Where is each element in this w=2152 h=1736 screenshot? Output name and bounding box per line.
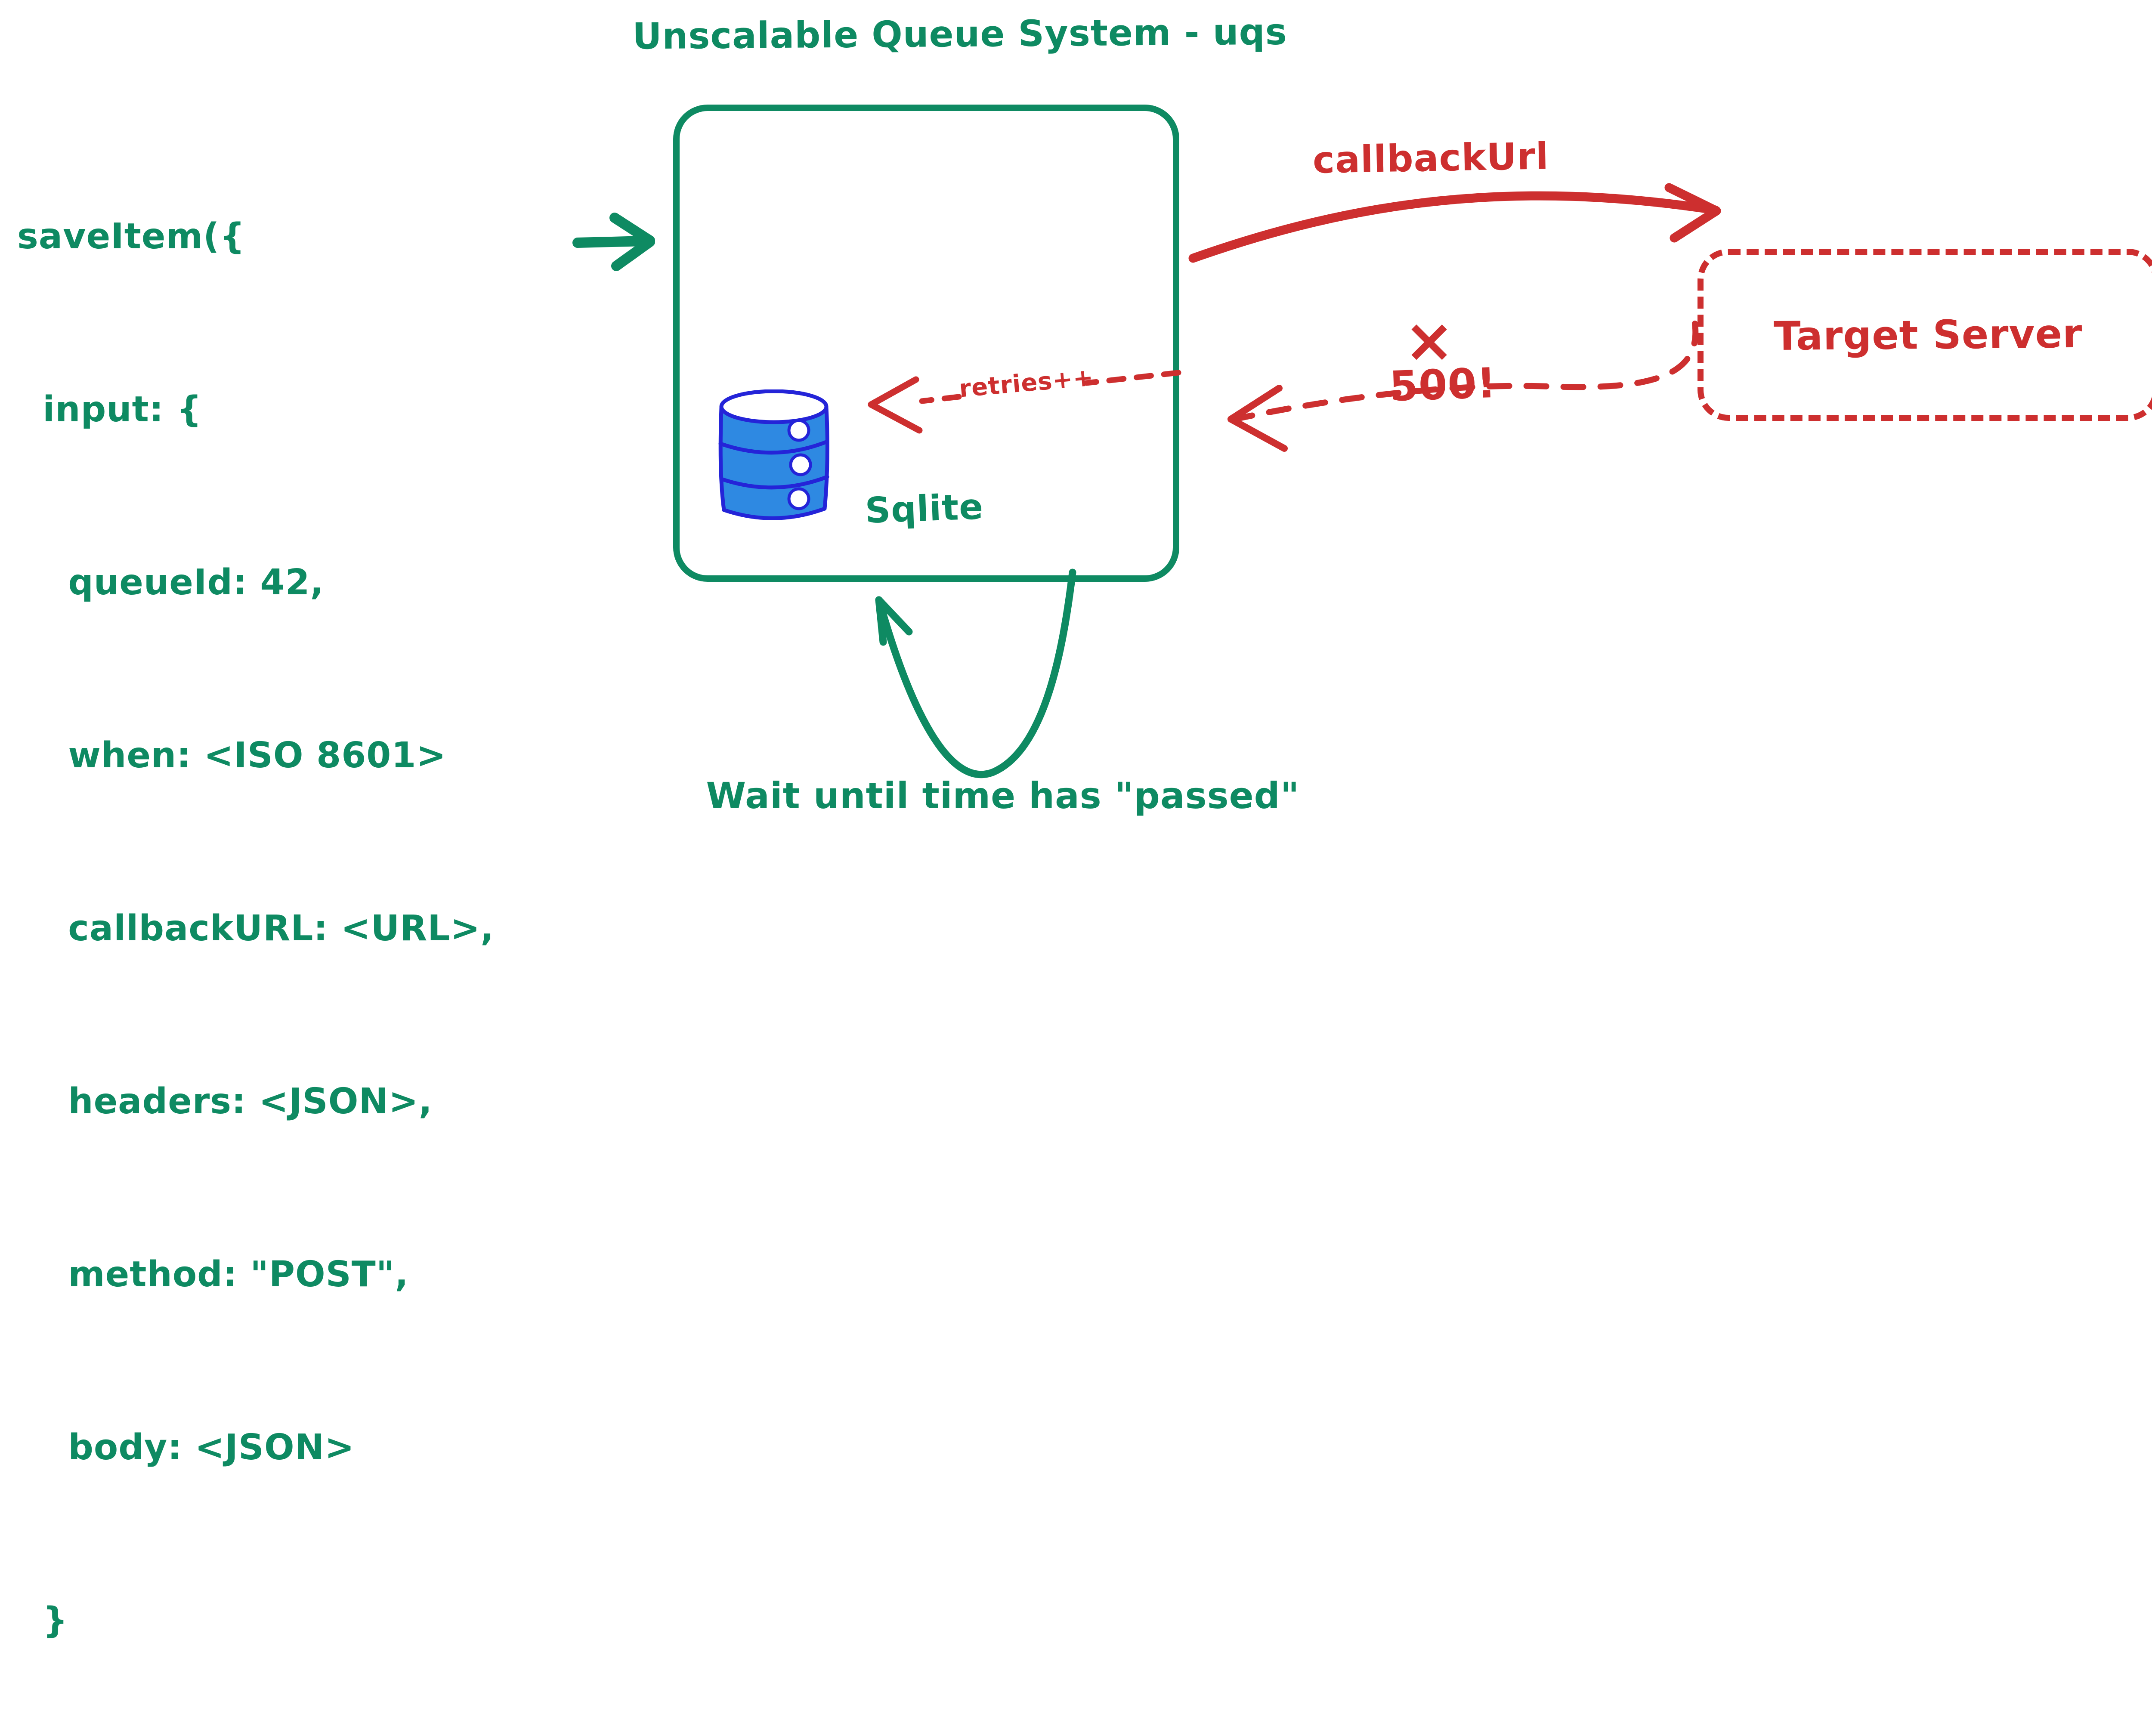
wait-until-label: Wait until time has "passed" <box>706 775 1300 817</box>
sqlite-database-icon <box>718 389 829 520</box>
callback-arrow-icon <box>1188 183 1721 263</box>
code-line: body: <JSON> <box>17 1427 355 1468</box>
target-server-box: Target Server <box>1697 249 2152 421</box>
error-500-label: 500! <box>1388 358 1497 411</box>
code-line: when: <ISO 8601> <box>17 735 447 776</box>
error-return-arrow-icon <box>1228 321 1699 452</box>
code-line: callbackURL: <URL>, <box>17 908 495 949</box>
code-line: saveItem({ <box>17 216 245 257</box>
error-x-icon: × <box>1404 306 1455 376</box>
queue-system-box <box>673 105 1179 582</box>
code-line: headers: <JSON>, <box>17 1081 433 1122</box>
code-line: queueId: 42, <box>17 562 324 603</box>
arrows-overlay <box>572 183 1721 778</box>
retries-arrow-icon <box>868 370 1181 434</box>
callback-url-label: callbackUrl <box>1312 135 1549 182</box>
code-line: } <box>17 1600 68 1641</box>
diagram-canvas: Unscalable Queue System - uqs saveItem({… <box>17 10 2152 1641</box>
incoming-request-arrow-icon <box>572 213 655 271</box>
code-line: input: { <box>17 389 202 430</box>
wait-loop-arrow-icon <box>875 568 1076 778</box>
code-line: method: "POST", <box>17 1254 409 1295</box>
